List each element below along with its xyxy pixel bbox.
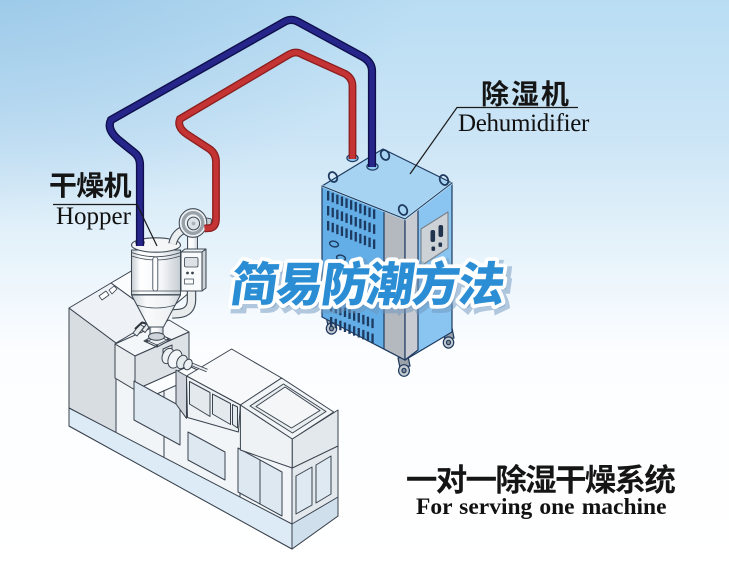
extruder-barrel [161, 344, 208, 373]
watermark-text [229, 260, 511, 309]
hopper-label-zh [50, 171, 132, 198]
dehumidifier-label-zh [482, 79, 569, 107]
dehumidifier-label-en: Dehumidifier [458, 110, 590, 137]
dehumidifier-vents [327, 191, 376, 344]
dryer-control-box [180, 248, 207, 292]
extruder-die-unit [239, 377, 339, 469]
hopper-label-en: Hopper [56, 203, 131, 230]
dry-air-hose [105, 15, 377, 246]
dehumidifier-control-panel [420, 211, 449, 267]
extruder-machine [68, 259, 339, 550]
extruder-panel-1 [133, 380, 181, 446]
caption-zh [407, 463, 675, 494]
dryer-blower-fan [178, 208, 212, 238]
leader-line-dehumidifier [409, 106, 578, 175]
extruder-glass-cabinet [175, 348, 283, 433]
leader-line-hopper [53, 203, 158, 247]
extruder-panel-2 [187, 431, 226, 481]
dehumidifier-lifting-lugs [327, 149, 450, 216]
caption-en: For serving one machine [416, 494, 667, 520]
return-air-hose [175, 48, 357, 233]
